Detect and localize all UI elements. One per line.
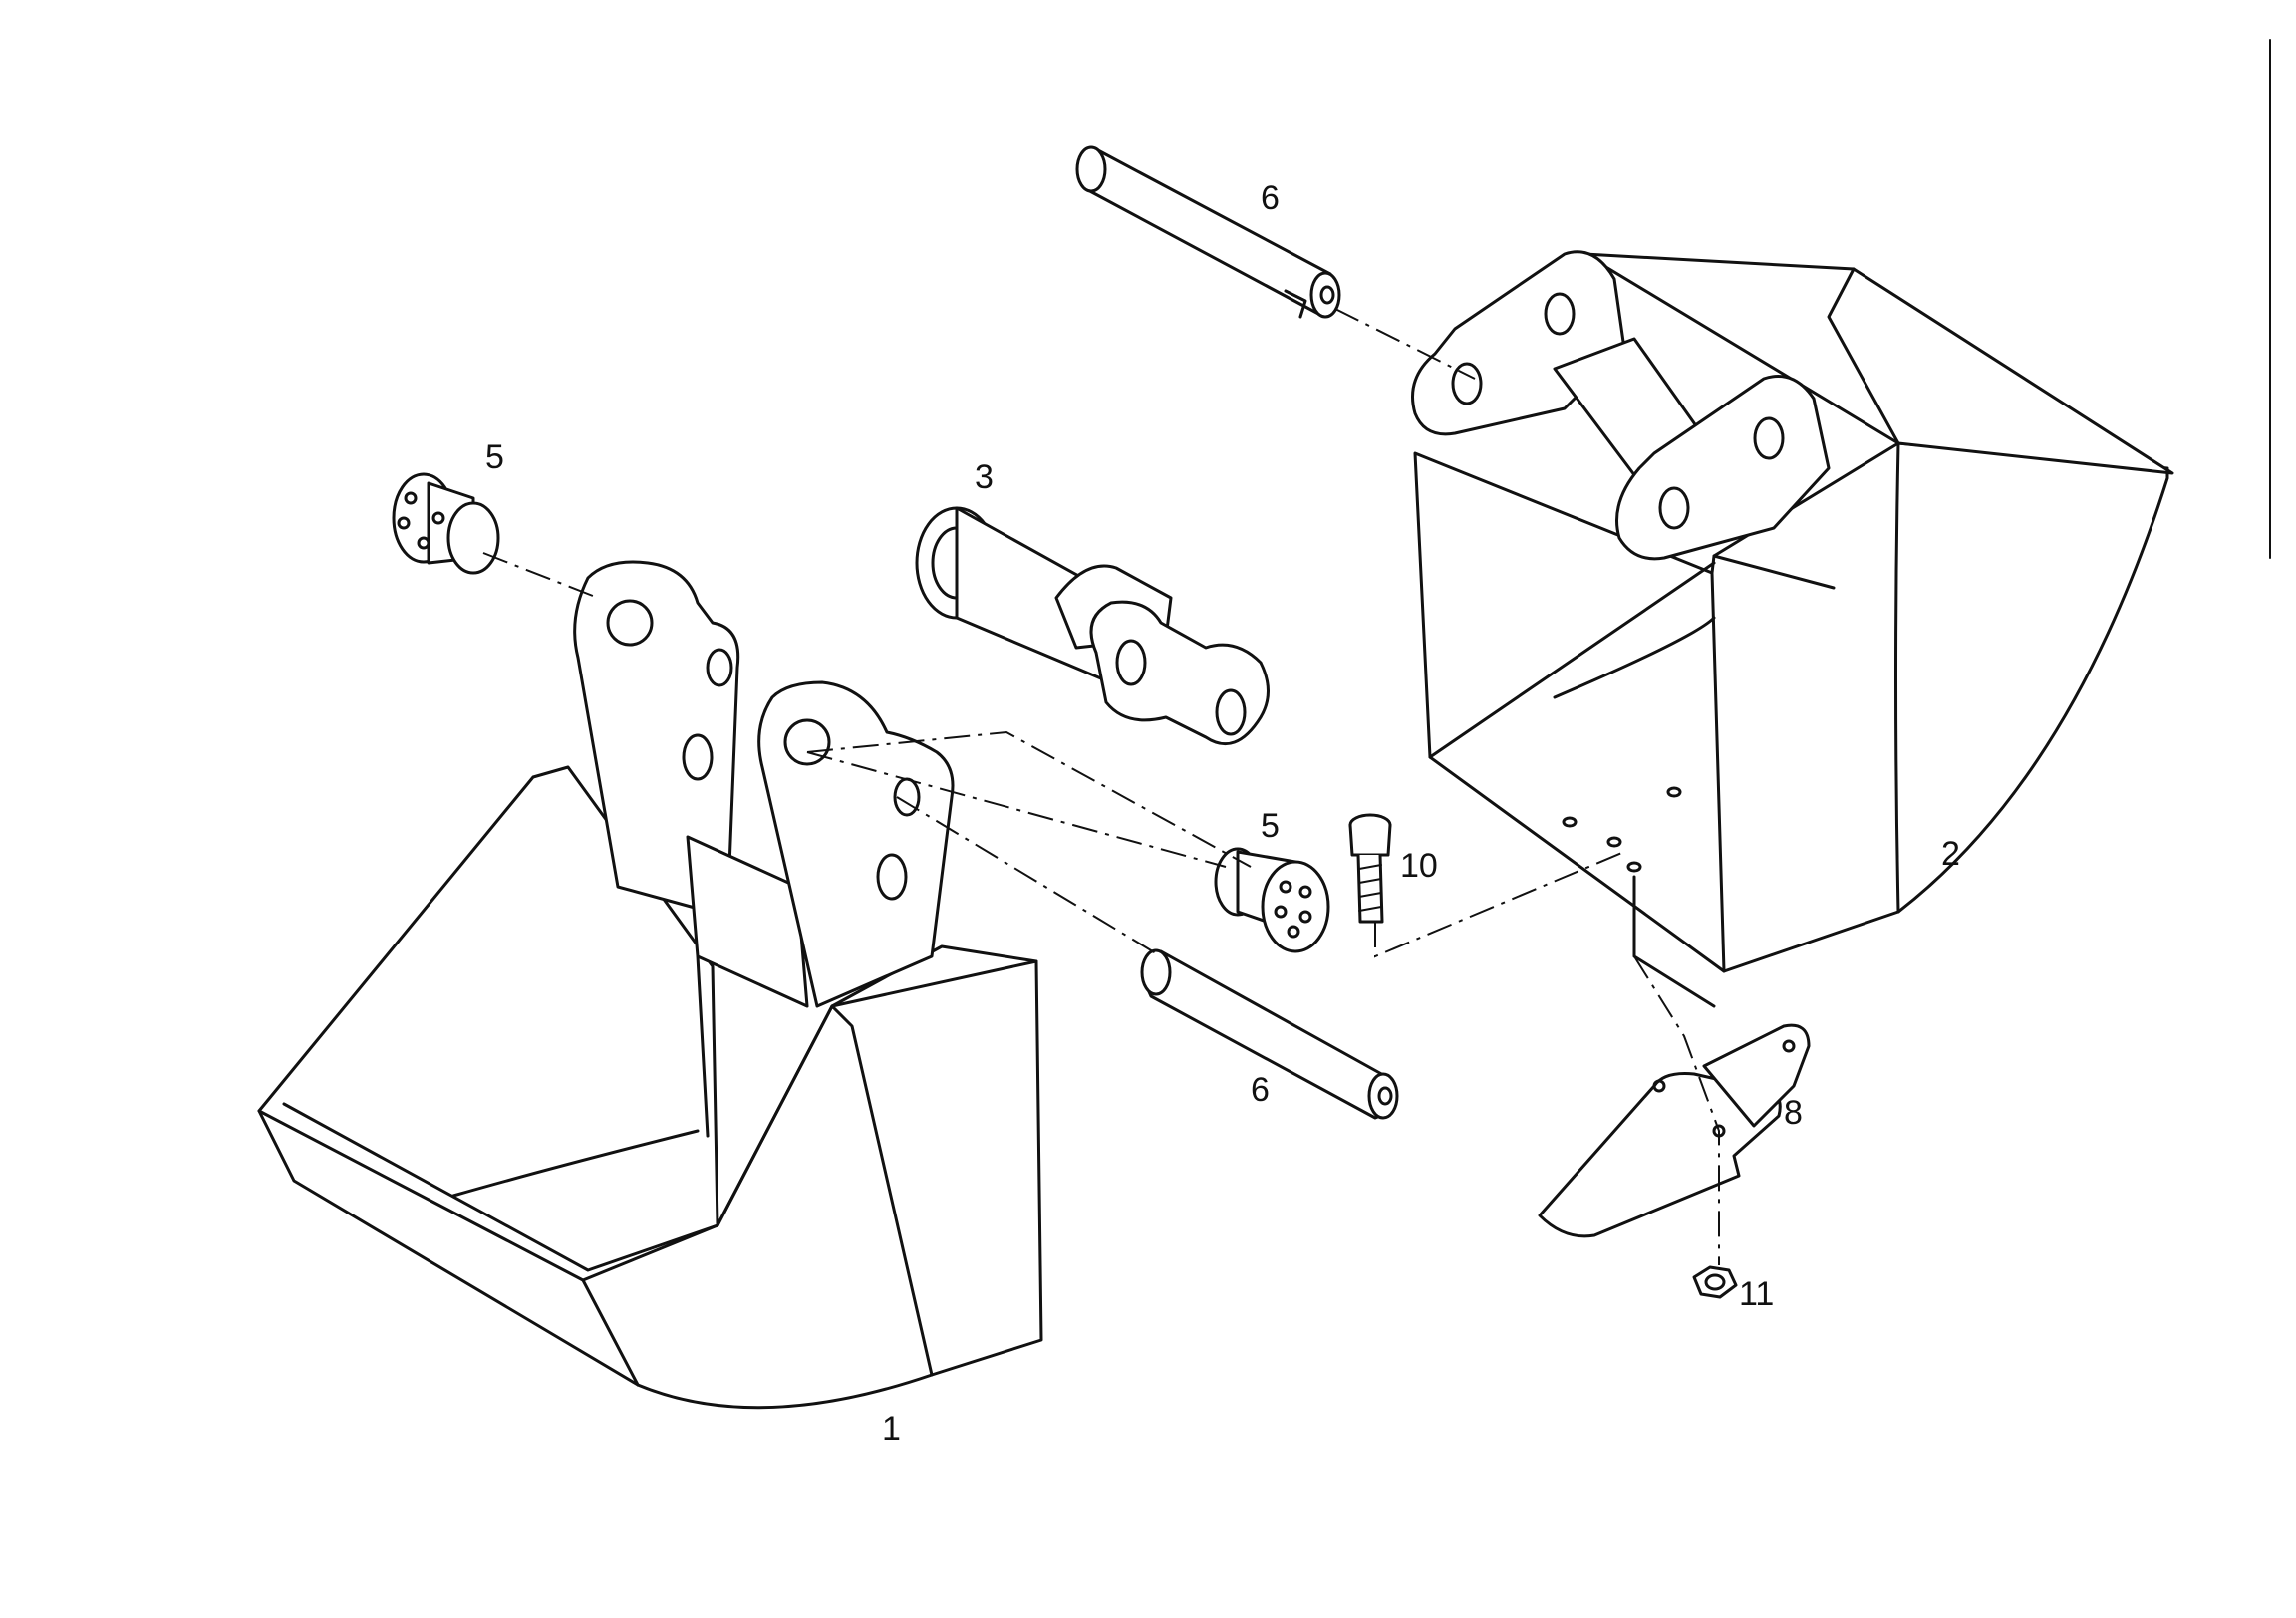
assembly-lines (482, 308, 1720, 1265)
pin-6-top (1075, 145, 1341, 319)
label-10: 10 (1400, 847, 1438, 885)
bucket-1 (257, 560, 1043, 1410)
label-8: 8 (1784, 1094, 1803, 1132)
pin-6-bottom (1140, 948, 1399, 1120)
nut-11 (1692, 1265, 1738, 1299)
label-1: 1 (882, 1410, 901, 1448)
label-6-top: 6 (1261, 179, 1280, 217)
label-11: 11 (1739, 1275, 1774, 1313)
label-6-bottom: 6 (1251, 1071, 1270, 1109)
label-3: 3 (975, 458, 994, 496)
screw-10 (1348, 813, 1392, 924)
label-5-mid: 5 (1261, 807, 1280, 845)
tooth-8 (1538, 1023, 1811, 1238)
callout-labels: 6 5 3 5 10 2 6 8 11 1 (485, 179, 1960, 1448)
label-2: 2 (1941, 835, 1960, 873)
bushing-5-top (392, 472, 500, 575)
bucket-2 (1411, 250, 2174, 1008)
bushing-5-mid (1214, 847, 1330, 953)
linkage-3 (915, 506, 1270, 746)
label-5-top: 5 (485, 438, 504, 476)
